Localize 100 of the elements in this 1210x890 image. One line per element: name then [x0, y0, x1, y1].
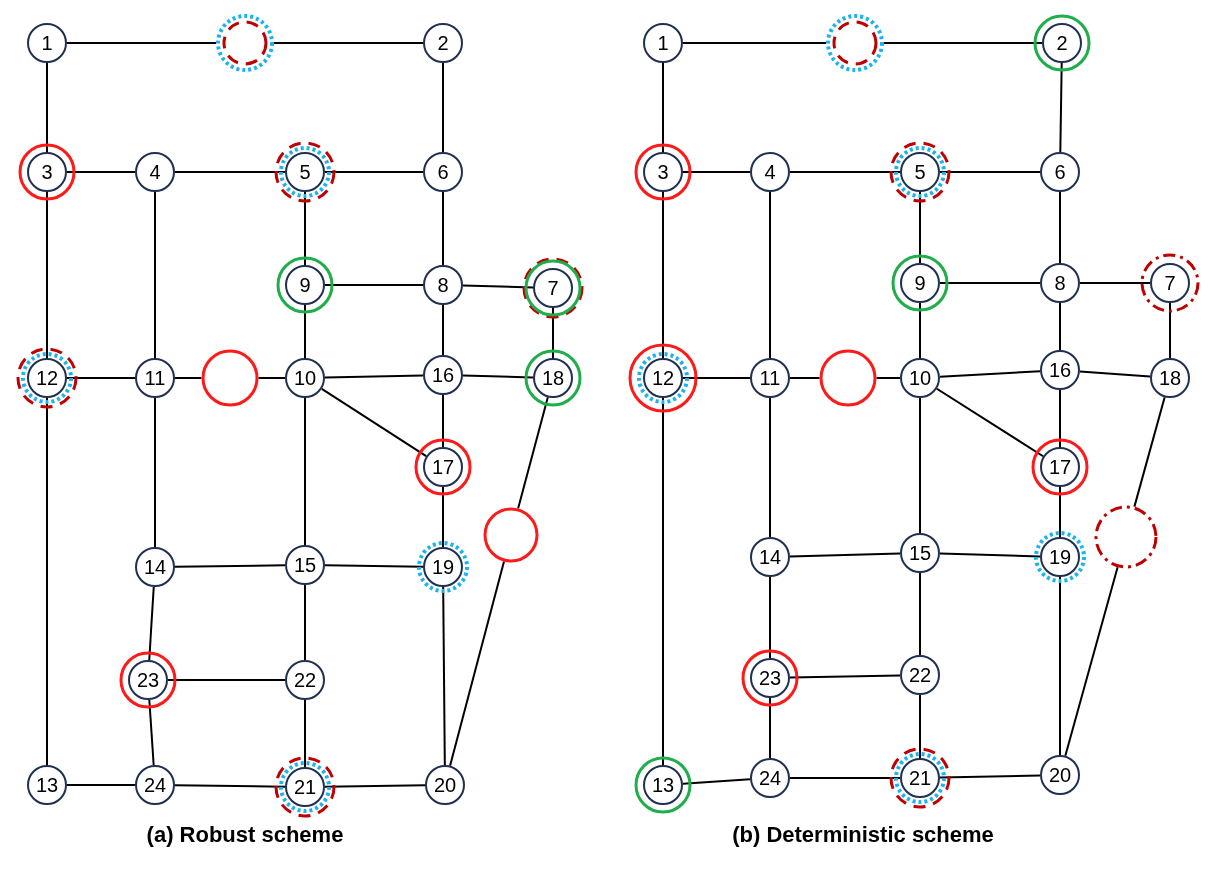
bus-node: 23 — [750, 658, 790, 698]
marker-ring — [214, 12, 276, 74]
connection-line — [174, 377, 203, 379]
connection-line — [324, 374, 424, 379]
bus-node: 4 — [750, 152, 790, 192]
connection-line — [148, 585, 155, 662]
connection-line — [919, 191, 921, 264]
connection-line — [324, 284, 424, 286]
bus-node: 5 — [285, 152, 325, 192]
connection-line — [883, 42, 1043, 44]
connection-line — [304, 397, 306, 546]
bus-node: 21 — [285, 767, 325, 807]
bus-node: 6 — [423, 152, 463, 192]
connection-line — [167, 679, 286, 681]
connection-line — [449, 560, 505, 767]
connection-line — [552, 307, 554, 359]
bus-node: 16 — [423, 355, 463, 395]
connection-line — [462, 284, 534, 289]
connection-line — [46, 397, 48, 766]
bus-node: 14 — [135, 547, 175, 587]
bus-node: 10 — [900, 358, 940, 398]
bus-node: 24 — [135, 765, 175, 805]
connection-line — [304, 699, 306, 768]
connection-line — [769, 697, 771, 759]
bus-node: 15 — [285, 545, 325, 585]
connection-line — [919, 397, 921, 534]
connection-line — [442, 486, 444, 548]
connection-line — [939, 774, 1041, 779]
connection-line — [174, 564, 286, 568]
connection-line — [682, 171, 751, 173]
connection-line — [1169, 302, 1171, 359]
connection-line — [769, 191, 771, 359]
connection-line — [442, 586, 446, 766]
bus-node: 12 — [27, 358, 67, 398]
bus-node: 19 — [1040, 537, 1080, 577]
connection-line — [919, 302, 921, 359]
bus-node: 12 — [643, 358, 683, 398]
bus-node: 15 — [900, 533, 940, 573]
connection-line — [938, 370, 1042, 378]
connection-line — [324, 564, 424, 568]
connection-line — [257, 377, 286, 379]
connection-line — [1059, 576, 1061, 756]
connection-line — [442, 304, 444, 356]
connection-line — [148, 698, 155, 767]
connection-line — [1059, 302, 1061, 351]
connection-line — [154, 397, 156, 548]
bus-node: 20 — [1040, 755, 1080, 795]
marker-ring — [200, 348, 260, 408]
bus-node: 2 — [1042, 23, 1082, 63]
connection-line — [1059, 486, 1061, 538]
panel-caption: (a) Robust scheme — [146, 822, 344, 848]
bus-node: 3 — [27, 152, 67, 192]
connection-line — [304, 304, 306, 359]
bus-node: 4 — [135, 152, 175, 192]
marker-ring — [1093, 504, 1159, 570]
connection-line — [517, 396, 549, 510]
bus-node: 22 — [285, 660, 325, 700]
bus-node: 19 — [423, 547, 463, 587]
bus-node: 9 — [900, 263, 940, 303]
bus-node: 5 — [900, 152, 940, 192]
bus-node: 11 — [750, 358, 790, 398]
bus-node: 18 — [1150, 358, 1190, 398]
bus-node: 8 — [423, 265, 463, 305]
connection-line — [304, 191, 306, 266]
connection-line — [662, 62, 664, 153]
connection-line — [789, 377, 821, 379]
panel-caption: (b) Deterministic scheme — [732, 822, 994, 848]
bus-node: 7 — [533, 268, 573, 308]
connection-line — [1059, 389, 1061, 448]
connection-line — [875, 377, 901, 379]
connection-line — [442, 62, 444, 153]
connection-line — [1064, 566, 1119, 757]
bus-node: 2 — [423, 23, 463, 63]
connection-line — [304, 584, 306, 661]
connection-line — [681, 778, 752, 785]
connection-line — [769, 576, 771, 659]
bus-node: 9 — [285, 265, 325, 305]
connection-line — [682, 42, 827, 44]
marker-ring — [818, 348, 878, 408]
bus-node: 1 — [27, 23, 67, 63]
connection-line — [66, 784, 136, 786]
bus-node: 17 — [423, 447, 463, 487]
connection-line — [324, 784, 426, 788]
bus-node: 3 — [643, 152, 683, 192]
connection-line — [154, 191, 156, 359]
connection-line — [662, 397, 664, 766]
connection-line — [320, 387, 428, 458]
bus-node: 7 — [1150, 263, 1190, 303]
connection-line — [66, 171, 136, 173]
bus-node: 23 — [128, 660, 168, 700]
connection-line — [442, 394, 444, 448]
connection-line — [682, 377, 751, 379]
connection-line — [789, 552, 901, 558]
bus-node: 17 — [1040, 447, 1080, 487]
bus-node: 24 — [750, 758, 790, 798]
connection-line — [273, 42, 424, 44]
connection-line — [662, 191, 664, 359]
bus-node: 22 — [900, 655, 940, 695]
connection-line — [1133, 396, 1166, 508]
connection-line — [46, 62, 48, 153]
